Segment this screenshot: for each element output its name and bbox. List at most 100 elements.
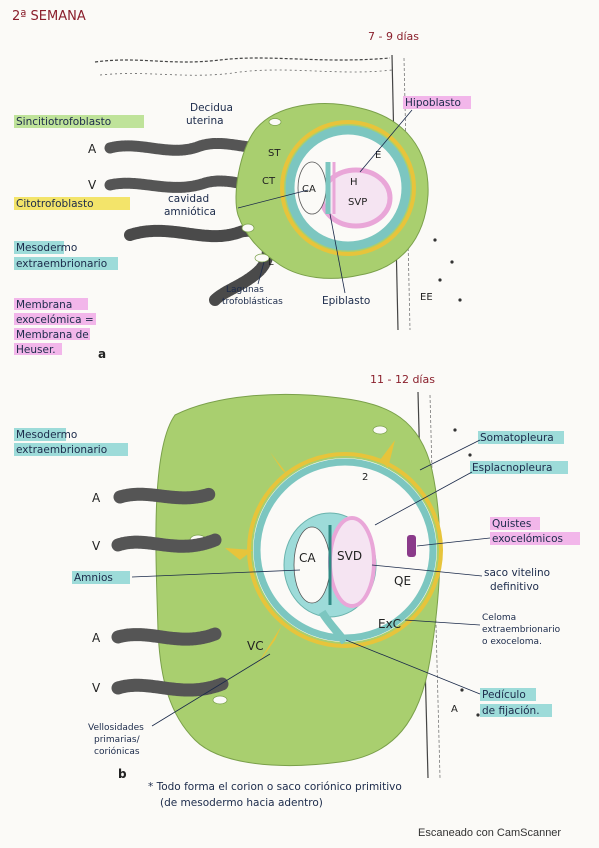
abbr-a3: A (451, 704, 458, 715)
label-celoma-line1: Celoma (482, 613, 516, 623)
abbr-exc: ExC (378, 617, 401, 631)
highlight-pink (490, 532, 580, 545)
abbr-artery: A (92, 631, 101, 645)
cytotrophoblast-ring (280, 120, 416, 256)
label-saco-line2: definitivo (490, 581, 539, 593)
decidua-dot (460, 688, 464, 692)
note-line2: (de mesodermo hacia adentro) (160, 797, 323, 809)
label-celoma-line3: o exoceloma. (482, 637, 542, 647)
vein-vessel (111, 533, 222, 553)
label-decidua-line1: Decidua (190, 102, 233, 114)
highlight-pink (403, 96, 471, 109)
leader-vellosidades (151, 653, 271, 727)
panel-a-days: 7 - 9 días (368, 30, 419, 43)
abbr-ct: CT (262, 176, 276, 187)
label-mesodermo-b-line1: Mesodermo (16, 429, 77, 441)
leader-epiblasto (329, 213, 346, 294)
trophoblastic-lacuna (268, 118, 282, 126)
abbr-ca: CA (302, 184, 316, 195)
highlight-pink (14, 328, 90, 340)
label-esplacnopleura: Esplacnopleura (472, 462, 552, 474)
label-celoma-line2: extraembrionario (482, 625, 561, 635)
label-lagunas-line1: Lagunas (226, 285, 264, 295)
abbr-h: H (350, 177, 358, 188)
panel-a-letter: a (98, 347, 106, 361)
highlight-teal (478, 431, 564, 444)
label-sincitiotrofoblasto: Sincitiotrofoblasto (16, 116, 111, 128)
note-line1: * Todo forma el corion o saco coriónico … (148, 781, 402, 793)
abbr-ca: CA (299, 551, 316, 565)
decidua-dot (476, 713, 480, 717)
label-pediculo-line1: Pedículo (482, 689, 526, 701)
label-membrana-line4: Heuser. (16, 344, 56, 356)
leader-quistes (416, 537, 491, 547)
panel-b-days: 11 - 12 días (370, 373, 435, 386)
highlight-teal (470, 461, 568, 474)
decidua-dot (433, 238, 437, 242)
abbr-svd: SVD (337, 549, 362, 563)
abbr-l: L (268, 257, 274, 268)
highlight-teal (14, 257, 118, 270)
abbr-svp: SVP (348, 197, 367, 208)
uterine-epithelium-inner (99, 69, 393, 76)
decidua-dot (450, 260, 454, 264)
abbr-artery: A (88, 142, 97, 156)
label-lagunas-line2: trofoblásticas (222, 297, 283, 307)
panel-a: 7 - 9 días A V (14, 30, 471, 361)
trophoblastic-lacuna (212, 695, 228, 705)
highlight-pink (14, 343, 62, 355)
page-title: 2ª SEMANA (12, 9, 86, 24)
abbr-vein: V (92, 681, 101, 695)
highlight-yellow (14, 197, 130, 210)
label-membrana-line2: exocelómica = (16, 314, 94, 326)
label-epiblasto: Epiblasto (322, 295, 370, 307)
label-hipoblasto: Hipoblasto (405, 97, 461, 109)
label-mesodermo-b-line2: extraembrionario (16, 444, 107, 456)
label-cavidad-line1: cavidad (168, 193, 209, 205)
label-cavidad-line2: amniótica (164, 206, 216, 218)
primary-villus (270, 452, 288, 475)
decidua-dot (438, 278, 442, 282)
leader-amnios (131, 569, 301, 578)
trophoblastic-lacuna (372, 425, 388, 435)
artery-vessel (111, 627, 222, 646)
highlight-pink (14, 313, 96, 325)
extraembryonic-mesoderm-ring (285, 125, 411, 251)
primary-villus (255, 625, 282, 668)
abbr-st: ST (268, 148, 281, 159)
artery-vessel (113, 487, 217, 505)
trophoblastic-lacuna (254, 253, 270, 263)
leader-saco (371, 564, 483, 577)
decidua-dot (458, 298, 462, 302)
abbr-e: E (375, 150, 381, 161)
leader-celoma (404, 619, 481, 626)
primary-villus (380, 440, 395, 468)
highlight-teal (480, 704, 552, 717)
leader-somatopleura (419, 439, 481, 471)
label-membrana-line3: Membrana de (16, 329, 89, 341)
abbr-2: 2 (362, 472, 368, 483)
scanner-watermark: Escaneado con CamScanner (418, 827, 561, 839)
highlight-pink (14, 298, 88, 310)
label-mesodermo-line2: extraembrionario (16, 258, 107, 270)
highlight-teal (14, 241, 64, 254)
label-saco-line1: saco vitelino (484, 567, 550, 579)
highlight-green (14, 115, 144, 128)
label-citotrofoblasto: Citotrofoblasto (16, 198, 94, 210)
abbr-ee: EE (420, 292, 433, 303)
abbr-artery: A (92, 491, 101, 505)
leader-hipoblasto (359, 109, 413, 173)
trophoblastic-lacuna (241, 223, 255, 233)
label-vellosidades-line1: Vellosidades (88, 723, 144, 733)
leader-cavidad (237, 189, 309, 209)
vein-vessel (111, 677, 229, 697)
highlight-teal (14, 428, 66, 441)
abbr-vein: V (88, 178, 97, 192)
label-vellosidades-line2: primarias/ (94, 735, 141, 745)
exocoelomic-cyst (407, 535, 416, 557)
label-membrana-line1: Membrana (16, 299, 72, 311)
abbr-vein: V (92, 539, 101, 553)
highlight-teal (72, 571, 130, 584)
decidua-dot (468, 453, 472, 457)
